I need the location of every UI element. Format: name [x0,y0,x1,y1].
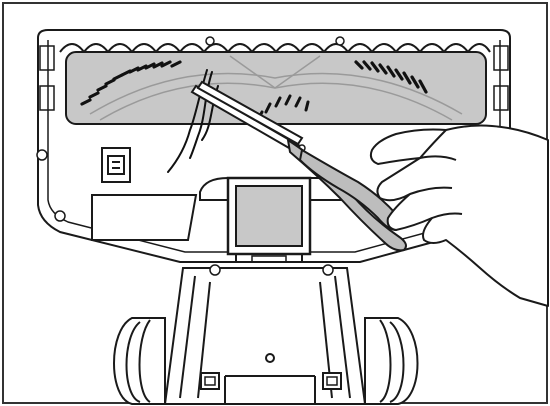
neck-tab-left [200,372,220,390]
bristles-right [354,60,428,94]
neck-screw [265,353,275,363]
neck-tab-right [322,372,342,390]
scissors-icon [190,80,407,252]
lower-housing [163,267,367,405]
recessed-panel [91,194,198,241]
left-latch [101,147,131,183]
left-wheel [113,317,166,405]
brushroll [65,51,487,125]
hand [369,124,549,307]
filter-window [226,176,312,263]
right-wheel [364,317,419,405]
bristles-left [80,60,182,106]
